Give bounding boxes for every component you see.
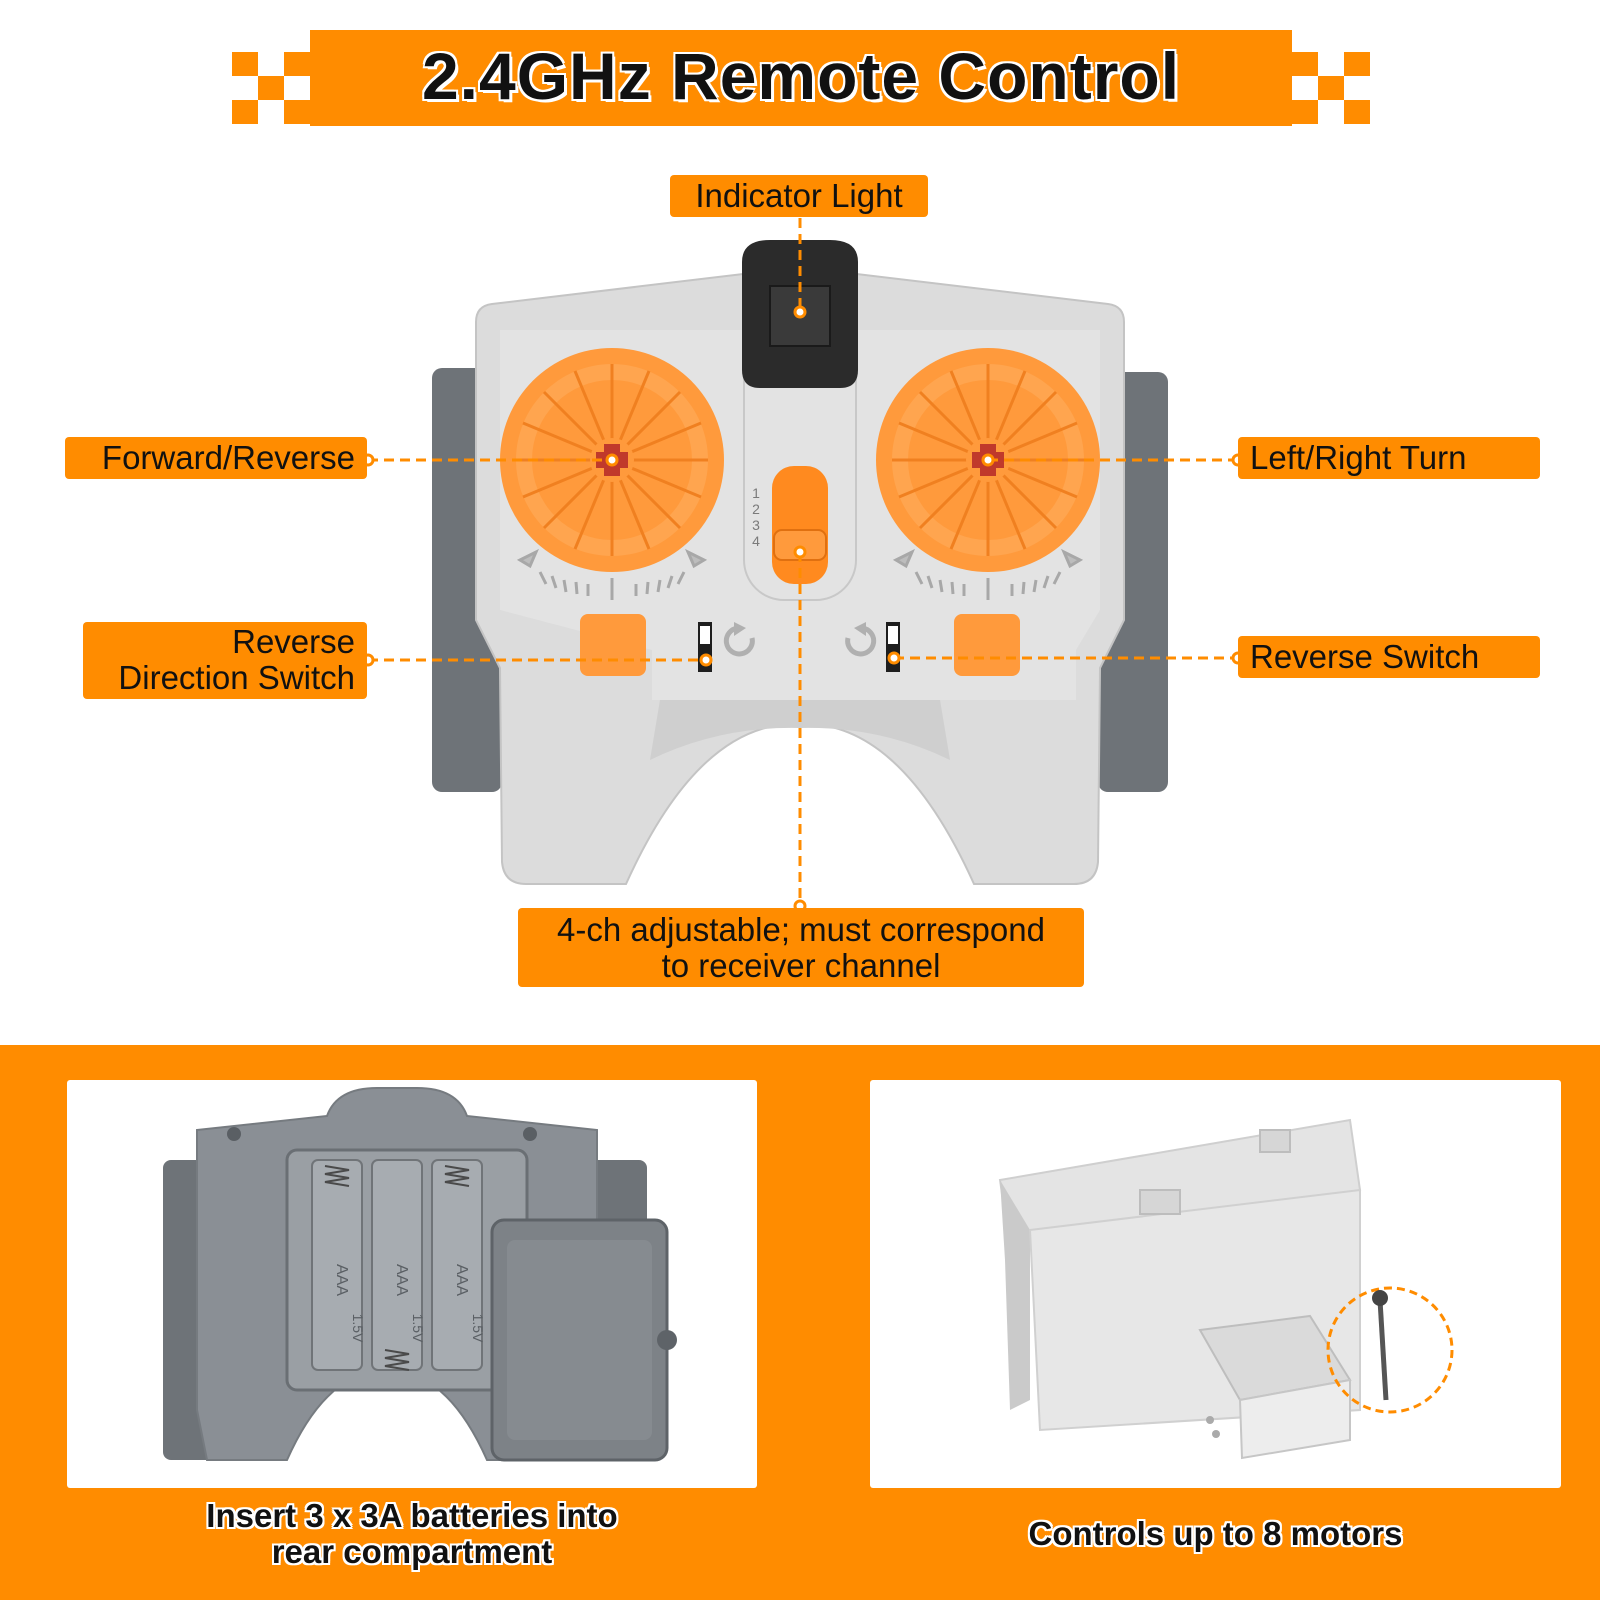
pixel-decoration [284, 100, 310, 124]
battery-marking: AAA [453, 1264, 470, 1296]
caption-line: Insert 3 x 3A batteries into [206, 1497, 618, 1534]
pixel-decoration [258, 76, 284, 100]
battery-compartment-illustration: AAA AAA AAA 1.5V 1.5V 1.5V [163, 1087, 677, 1462]
channel-number: 4 [752, 533, 760, 549]
callout-line: 4-ch adjustable; must correspond [557, 911, 1045, 948]
title-banner-bar [310, 30, 1292, 126]
title-banner: 2.4GHz Remote Control [232, 30, 1370, 126]
pixel-decoration [232, 52, 258, 76]
battery-photo-card: AAA AAA AAA 1.5V 1.5V 1.5V [67, 1080, 757, 1488]
left-dial-scale [516, 548, 708, 600]
right-square-button [954, 614, 1020, 676]
caption-line: rear compartment [271, 1533, 553, 1570]
callout-left-right-turn: Left/Right Turn [1238, 437, 1540, 479]
callout-forward-reverse: Forward/Reverse [65, 437, 367, 479]
rotate-right-icon-arrow [854, 622, 866, 636]
channel-slider-track [772, 466, 828, 584]
rotate-right-icon [845, 625, 877, 657]
pixel-decoration [1292, 52, 1318, 76]
pixel-decoration [1344, 52, 1370, 76]
callout-reverse-direction-switch: Reverse Direction Switch [83, 622, 367, 699]
callout-channel: 4-ch adjustable; must correspond to rece… [518, 908, 1084, 987]
battery-box-illustration [998, 1118, 1454, 1460]
channel-number: 1 [752, 485, 760, 501]
right-reverse-switch-slot [888, 626, 898, 644]
channel-number: 2 [752, 501, 760, 517]
battery-marking: AAA [393, 1264, 410, 1296]
rotate-left-icon-arrow [734, 622, 746, 636]
battery-caption: Insert 3 x 3A batteries into rear compar… [67, 1498, 757, 1570]
battery-box-photo-card [870, 1080, 1561, 1488]
callout-line: to receiver channel [661, 947, 941, 984]
battery-marking: 1.5V [410, 1314, 426, 1343]
callout-line: Reverse [232, 623, 355, 660]
callout-leader-lines [368, 218, 1238, 906]
right-dial-scale [892, 548, 1084, 600]
pixel-decoration [232, 100, 258, 124]
pixel-decoration [1344, 100, 1370, 124]
left-square-button [580, 614, 646, 676]
callout-reverse-switch: Reverse Switch [1238, 636, 1540, 678]
pixel-decoration [284, 52, 310, 76]
rotate-left-icon [723, 625, 755, 657]
page-title: 2.4GHz Remote Control [421, 39, 1181, 113]
left-reverse-switch-slot [700, 626, 710, 644]
battery-marking: AAA [333, 1264, 350, 1296]
pixel-decoration [1292, 100, 1318, 124]
remote-controller-illustration: 1 2 3 4 [361, 218, 1245, 913]
callout-indicator-light: Indicator Light [670, 175, 928, 217]
motors-caption: Controls up to 8 motors [1028, 1515, 1403, 1552]
channel-number: 3 [752, 517, 760, 533]
callout-line: Direction Switch [118, 659, 355, 696]
pixel-decoration [1318, 76, 1344, 100]
controller-notch [650, 700, 950, 760]
battery-marking: 1.5V [350, 1314, 366, 1343]
battery-marking: 1.5V [470, 1314, 486, 1343]
